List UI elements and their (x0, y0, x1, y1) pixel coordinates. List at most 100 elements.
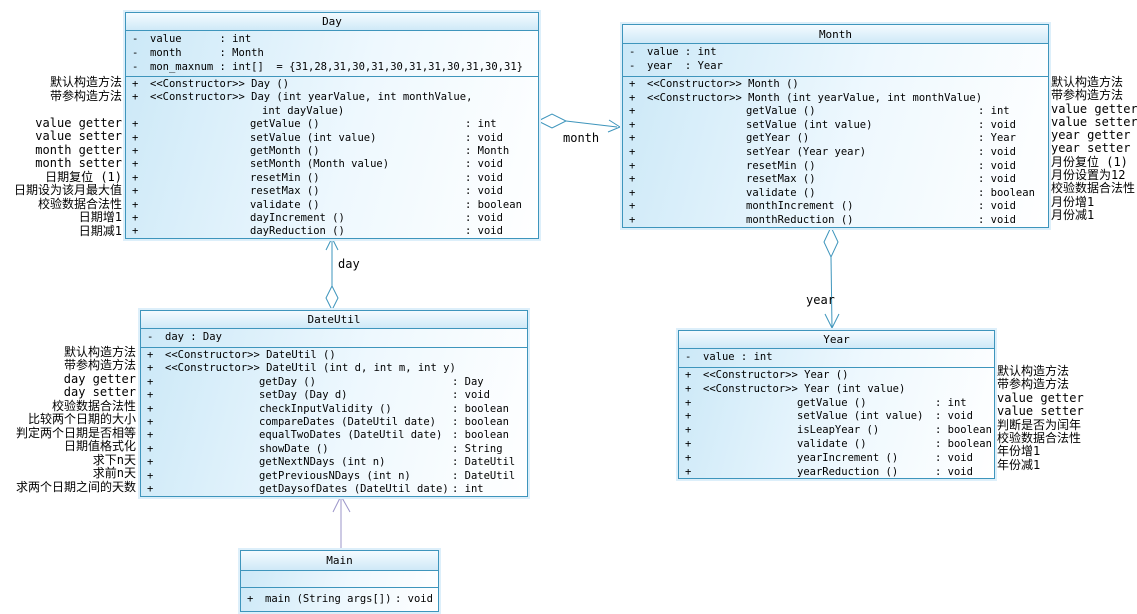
class-box-day[interactable]: Day -value : int -month : Month-mon_maxnu… (125, 12, 539, 239)
method-row: +resetMin (): void (629, 159, 1016, 172)
annotation-line: 月份设置为12 (1051, 168, 1126, 183)
annotation-line: 校验数据合法性 (1051, 181, 1136, 196)
annotation-line: value setter (1051, 114, 1137, 129)
attribute-row: -value : int (132, 33, 252, 45)
attribute-row: -year : Year (629, 60, 723, 73)
attributes-section (241, 570, 438, 587)
method-row: +<<Constructor>> Year (int value) (685, 382, 906, 395)
annotation-line: 年份增1 (997, 444, 1041, 459)
annotation-line: 默认构造方法 (997, 364, 1070, 378)
method-row: +setValue (int value): void (132, 131, 503, 144)
class-box-year[interactable]: Year -value : int +<<Constructor>> Year … (678, 330, 995, 479)
method-row: +getDaysofDates (DateUtil date): int (147, 483, 484, 496)
method-row: +<<Constructor>> Month () (629, 78, 799, 90)
methods-section: +<<Constructor>> Day ()+<<Constructor>> … (126, 76, 538, 238)
connector-label-month: month (563, 131, 600, 145)
annotation-line (0, 103, 122, 117)
annotation-line: 日期减1 (78, 224, 122, 239)
annotation-line: 日期复位 (1) (45, 169, 122, 184)
attribute-row: -mon_maxnum : int[] = {31,28,31,30,31,30… (132, 61, 523, 74)
method-row: +getValue (): int (132, 118, 497, 131)
method-row: +setValue (int value): void (629, 118, 1016, 131)
annotation-line: value getter (35, 115, 122, 130)
class-title: DateUtil (141, 311, 527, 328)
annotation-line: 校验数据合法性 (37, 196, 122, 211)
annotation-line: month setter (35, 156, 122, 171)
method-row: +dayReduction (): void (132, 225, 503, 238)
aggregation-day-month[interactable] (536, 113, 622, 133)
method-row: +<<Constructor>> DateUtil () (147, 349, 336, 361)
annotation-line: 默认构造方法 (1051, 75, 1124, 89)
class-box-main[interactable]: Main +main (String args[]): void (240, 550, 439, 612)
aggregation-diamond (536, 113, 568, 129)
annotation-line: 求两个日期之间的天数 (15, 479, 136, 494)
method-row: +setMonth (Month value): void (132, 158, 503, 171)
method-row: +<<Constructor>> DateUtil (int d, int m,… (147, 362, 456, 375)
annotation-line: 判定两个日期是否相等 (15, 425, 136, 440)
aggregation-diamond (823, 225, 839, 259)
association-main-dateutil[interactable] (332, 494, 351, 550)
annotation-line: day getter (63, 371, 136, 386)
annotation-line: 校验数据合法性 (51, 398, 136, 413)
annotation-line: 月份减1 (1051, 207, 1095, 222)
method-row: +main (String args[]): void (247, 593, 433, 605)
annotation-line: 带参构造方法 (49, 88, 122, 103)
method-row: +getYear (): Year (629, 132, 1016, 145)
method-row: +getPreviousNDays (int n): DateUtil (147, 469, 516, 482)
aggregation-diamond (325, 284, 339, 312)
method-row: +showDate (): String (147, 442, 503, 455)
annotation-line: 判断是否为闰年 (997, 417, 1082, 432)
method-row: +yearReduction (): void (685, 465, 973, 478)
method-row: +getValue (): int (629, 105, 1010, 118)
annotation-line: 日期值格式化 (63, 439, 136, 454)
open-arrow-icon (607, 119, 622, 133)
method-row: +isLeapYear (): boolean (685, 424, 992, 437)
annotation-line: 年份减1 (997, 457, 1041, 472)
open-arrow-icon (824, 313, 840, 330)
method-row: +getDay (): Day (147, 375, 484, 388)
annotation-line: year getter (1051, 128, 1131, 143)
annotation-line: month getter (35, 142, 122, 157)
annotation-line: 日期增1 (78, 210, 122, 225)
annotation-line: 月份增1 (1051, 194, 1095, 209)
method-row: +validate (): boolean (132, 198, 522, 211)
annotation-line: value setter (997, 404, 1084, 419)
class-box-month[interactable]: Month -value : int -year : Year +<<Constr… (622, 24, 1049, 228)
method-row: +dayIncrement (): void (132, 212, 503, 225)
aggregation-dateutil-day[interactable] (325, 236, 339, 312)
class-title: Day (126, 13, 538, 30)
methods-section: +<<Constructor>> Year ()+<<Constructor>>… (679, 367, 994, 478)
attribute-row: -value : int (629, 46, 717, 58)
aggregation-month-year[interactable] (823, 225, 840, 330)
annotation-line: 默认构造方法 (63, 345, 136, 359)
method-row: +resetMax (): void (629, 173, 1016, 186)
methods-section: +<<Constructor>> Month ()+<<Constructor>… (623, 76, 1048, 227)
connector-label-day: day (338, 257, 360, 271)
attributes-section: -value : int -year : Year (623, 43, 1048, 76)
annotation-line: value getter (1051, 101, 1137, 116)
method-row: +<<Constructor>> Day (int yearValue, int… (132, 91, 473, 104)
attributes-section: -day : Day (141, 328, 527, 347)
method-row: +<<Constructor>> Year () (685, 369, 849, 381)
attribute-row: -month : Month (132, 47, 264, 60)
class-title: Month (623, 25, 1048, 43)
method-row: +getNextNDays (int n): DateUtil (147, 456, 516, 469)
attributes-section: -value : int -month : Month-mon_maxnum : … (126, 30, 538, 76)
method-row: +getMonth (): Month (132, 145, 510, 158)
annotation-line: 带参构造方法 (1051, 88, 1124, 103)
annotation-line: 比较两个日期的大小 (27, 412, 136, 427)
method-row: +<<Constructor>> Month (int yearValue, i… (629, 91, 983, 104)
class-box-dateutil[interactable]: DateUtil -day : Day +<<Constructor>> Dat… (140, 310, 528, 497)
annotation-line: 带参构造方法 (63, 358, 136, 373)
attributes-section: -value : int (679, 348, 994, 367)
method-row: +validate (): boolean (629, 186, 1035, 199)
methods-section: +main (String args[]): void (241, 587, 438, 611)
method-row: +resetMax (): void (132, 185, 503, 198)
method-row: +monthReduction (): void (629, 213, 1016, 226)
method-row: +setYear (Year year): void (629, 145, 1016, 158)
